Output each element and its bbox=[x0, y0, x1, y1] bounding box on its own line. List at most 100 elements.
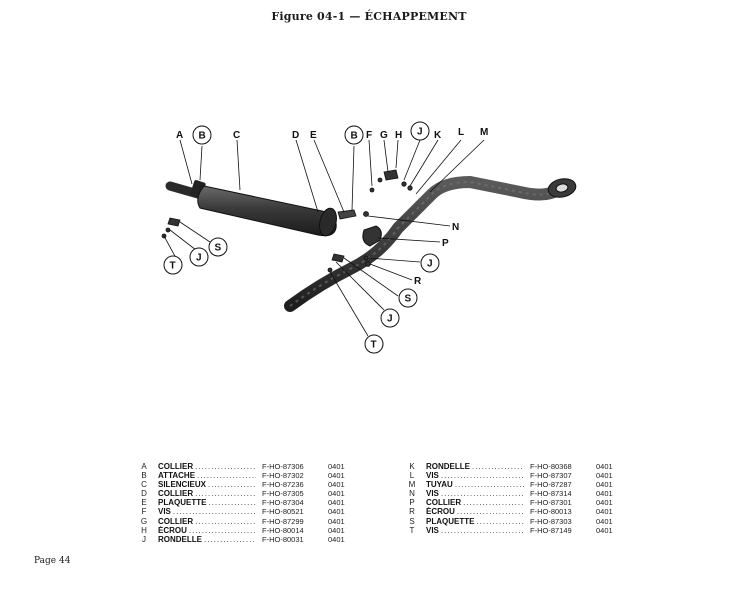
part-reference: F-HO-87236 bbox=[262, 480, 304, 490]
callout-b2: B bbox=[351, 131, 358, 142]
part-code: 0401 bbox=[596, 516, 613, 526]
part-name: VIS bbox=[426, 525, 441, 535]
muffler-end-cap bbox=[319, 207, 337, 237]
part-reference: F-HO-80031 bbox=[262, 534, 304, 544]
part-name: VIS bbox=[426, 489, 441, 499]
part-code: 0401 bbox=[328, 507, 345, 517]
part-code: 0401 bbox=[328, 471, 345, 481]
part-name: VIS bbox=[158, 507, 173, 517]
clamp-p bbox=[362, 225, 382, 247]
part-reference: F-HO-80014 bbox=[262, 525, 304, 535]
part-name: COLLIER bbox=[158, 516, 196, 526]
callout-p: P bbox=[442, 238, 449, 249]
part-code: 0401 bbox=[596, 480, 613, 490]
callout-k: K bbox=[434, 130, 442, 141]
muffler-bracket bbox=[337, 209, 357, 220]
part-name: COLLIER bbox=[158, 462, 196, 471]
part-name: TUYAU bbox=[426, 480, 455, 490]
part-code: 0401 bbox=[596, 507, 613, 517]
part-name: COLLIER bbox=[426, 498, 464, 508]
part-reference: F-HO-87304 bbox=[262, 498, 304, 508]
figure-title: Figure 04-1 — ÉCHAPPEMENT bbox=[271, 10, 467, 23]
callout-s2: S bbox=[215, 243, 222, 254]
muffler bbox=[197, 185, 337, 237]
part-reference: F-HO-80013 bbox=[530, 507, 572, 517]
leader-lines bbox=[163, 139, 485, 337]
part-code: 0401 bbox=[328, 516, 345, 526]
part-reference: F-HO-87299 bbox=[262, 516, 304, 526]
callout-j: J bbox=[417, 127, 423, 138]
part-reference: F-HO-87305 bbox=[262, 489, 304, 499]
part-reference: F-HO-87301 bbox=[530, 498, 572, 508]
part-name: ÉCROU bbox=[158, 525, 189, 535]
callout-j4: J bbox=[196, 253, 202, 264]
part-name: ÉCROU bbox=[426, 507, 457, 517]
callout-f: F bbox=[366, 130, 372, 141]
part-code: 0401 bbox=[328, 489, 345, 499]
exhaust-diagram: A B C D E B F G H J K L M N P J R S J bbox=[161, 121, 577, 354]
part-code: 0401 bbox=[328, 462, 345, 471]
part-code: 0401 bbox=[328, 525, 345, 535]
callout-g: G bbox=[380, 130, 388, 141]
part-code: 0401 bbox=[596, 471, 613, 481]
callout-b: B bbox=[199, 131, 206, 142]
front-pipe bbox=[284, 175, 564, 312]
part-code: 0401 bbox=[328, 534, 345, 544]
callout-s: S bbox=[405, 294, 412, 305]
callout-c: C bbox=[233, 130, 240, 141]
part-name: RONDELLE bbox=[158, 534, 204, 544]
part-name: PLAQUETTE bbox=[426, 516, 477, 526]
callout-l: L bbox=[458, 127, 464, 138]
part-code: 0401 bbox=[596, 498, 613, 508]
page-number: Page 44 bbox=[34, 556, 71, 566]
callouts: A B C D E B F G H J K L M N P J R S J bbox=[163, 121, 488, 354]
callout-r: R bbox=[414, 276, 422, 287]
part-name: RONDELLE bbox=[426, 462, 472, 471]
callout-m: M bbox=[480, 127, 488, 138]
part-reference: F-HO-87287 bbox=[530, 480, 572, 490]
part-code: 0401 bbox=[596, 462, 613, 471]
callout-j2: J bbox=[427, 259, 433, 270]
callout-e: E bbox=[310, 130, 317, 141]
part-name: ATTACHE bbox=[158, 471, 198, 481]
part-name: SILENCIEUX bbox=[158, 480, 209, 490]
part-reference: F-HO-87303 bbox=[530, 516, 572, 526]
callout-t: T bbox=[371, 340, 377, 351]
part-reference: F-HO-80368 bbox=[530, 462, 572, 471]
part-reference: F-HO-87149 bbox=[530, 525, 572, 535]
part-reference: F-HO-80521 bbox=[262, 507, 304, 517]
part-reference: F-HO-87302 bbox=[262, 471, 304, 481]
part-name: VIS bbox=[426, 471, 441, 481]
part-reference: F-HO-87306 bbox=[262, 462, 304, 471]
part-name: COLLIER bbox=[158, 489, 196, 499]
part-code: 0401 bbox=[596, 489, 613, 499]
callout-j3: J bbox=[387, 314, 393, 325]
callout-n: N bbox=[452, 222, 459, 233]
callout-d: D bbox=[292, 130, 299, 141]
part-reference: F-HO-87307 bbox=[530, 471, 572, 481]
part-reference: F-HO-87314 bbox=[530, 489, 572, 499]
part-code: 0401 bbox=[596, 525, 613, 535]
callout-t2: T bbox=[170, 261, 176, 272]
callout-a: A bbox=[176, 130, 183, 141]
callout-h: H bbox=[395, 130, 402, 141]
